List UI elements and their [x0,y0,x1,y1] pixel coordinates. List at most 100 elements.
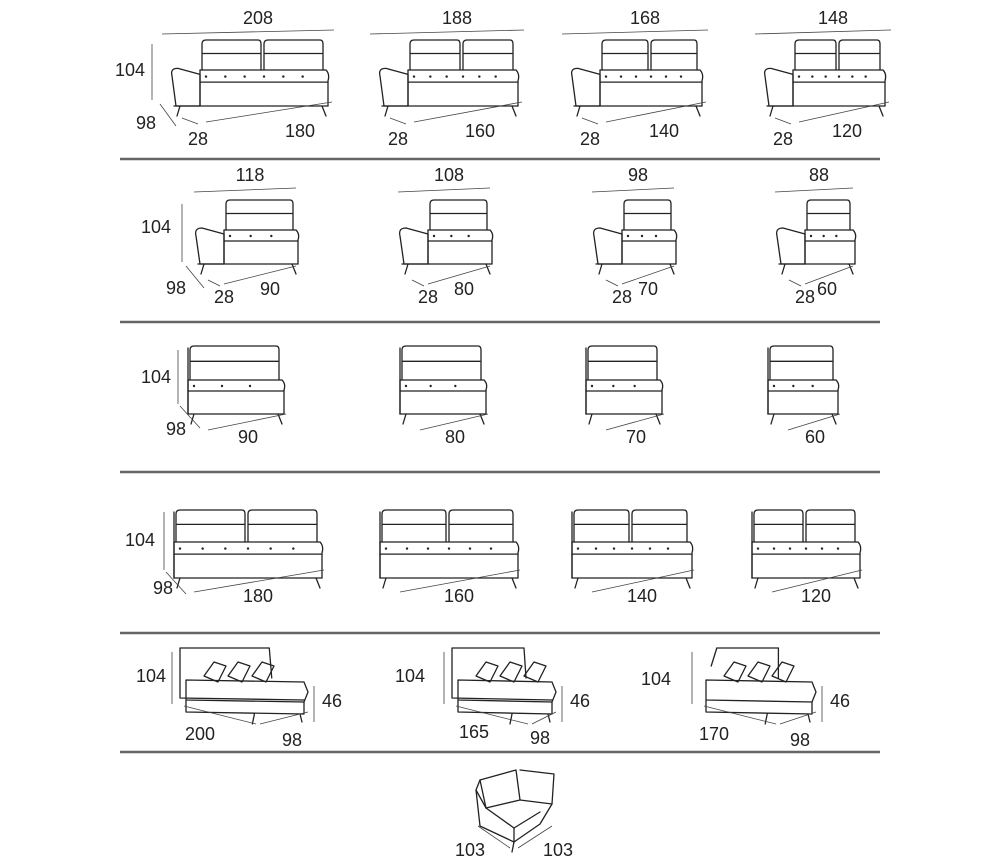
tuft [612,547,616,550]
back-cushion [462,39,514,71]
sofa-drawing [173,509,324,589]
tuft [426,547,430,550]
tuft [468,547,472,550]
tuft [604,75,608,78]
tuft [489,547,493,550]
tuft [679,75,683,78]
length-dimension-line [183,705,257,725]
back-cushion [263,39,324,71]
tuft [772,547,776,550]
leg [669,263,675,275]
width-label: 208 [243,8,273,28]
armrest [378,67,409,107]
leg [321,105,327,117]
pillow [227,661,251,683]
corner-seat [485,807,541,829]
sofa-drawing [767,345,840,425]
height-label: 104 [125,530,155,550]
tuft [249,234,252,238]
seat-height-label: 46 [570,691,590,711]
seat-height-label: 46 [830,691,850,711]
back-cushion [601,39,649,71]
arm-label: 28 [188,129,208,149]
tuft [429,384,432,388]
back-cushion [201,39,262,71]
leg [781,263,786,275]
back-cushion [409,39,461,71]
seat-height-label: 46 [322,691,342,711]
depth-dimension-line [531,711,557,725]
leg [384,105,389,117]
tuft [851,75,854,78]
width-dimension-line [774,187,854,193]
chaise-base [705,699,813,715]
length-label: 165 [459,722,489,742]
seat-dimension-line [193,569,325,593]
leg [848,263,854,275]
sofa-drawing [775,199,857,275]
seat-dimension-line [621,265,675,285]
back-cushion [769,345,834,381]
leg [588,413,593,425]
tuft [576,547,580,550]
seat-outline [399,379,488,415]
leg [574,577,579,589]
seat-dimension-line [798,101,890,123]
sofa-drawing [585,345,664,425]
arm-label: 28 [214,287,234,307]
arm-dimension-line [411,279,425,287]
arm-dimension-line [605,279,619,287]
leg [190,413,195,425]
seat-dimension-line [223,265,297,285]
tuft [619,75,623,78]
back-cushion [587,345,658,381]
pillow [723,661,747,683]
tuft [450,234,453,238]
module-item: 70 [585,345,665,447]
seat-label: 180 [285,121,315,141]
tuft [447,547,451,550]
module-item: 140 [571,509,695,606]
seat-dimension-line [591,569,695,593]
length-label: 170 [699,724,729,744]
back-cushion [401,345,482,381]
length-label: 200 [185,724,215,744]
back-cushion [623,199,672,231]
back-cushion [429,199,488,231]
height-label: 104 [115,60,145,80]
tuft [666,547,670,550]
tuft [640,234,644,238]
pillow [203,661,227,683]
back-cushion [573,509,630,543]
back-cushion [189,345,280,381]
leg [200,263,205,275]
tuft [792,384,795,388]
tuft [756,547,760,550]
tuft [412,75,416,78]
module-item: 80 [399,345,489,447]
left-label: 103 [455,840,485,860]
tuft [192,384,196,388]
leg [764,713,768,725]
leg [509,713,513,725]
module-item: 60 [767,345,841,447]
back-cushion [806,199,851,231]
leg [769,105,774,117]
depth-label: 98 [530,728,550,748]
arm-dimension-line [581,117,599,125]
tuft [204,75,208,78]
tuft [224,547,227,550]
sofa-drawing [170,39,330,117]
sofa-drawing [378,39,520,117]
arm-dimension-line [207,279,221,287]
